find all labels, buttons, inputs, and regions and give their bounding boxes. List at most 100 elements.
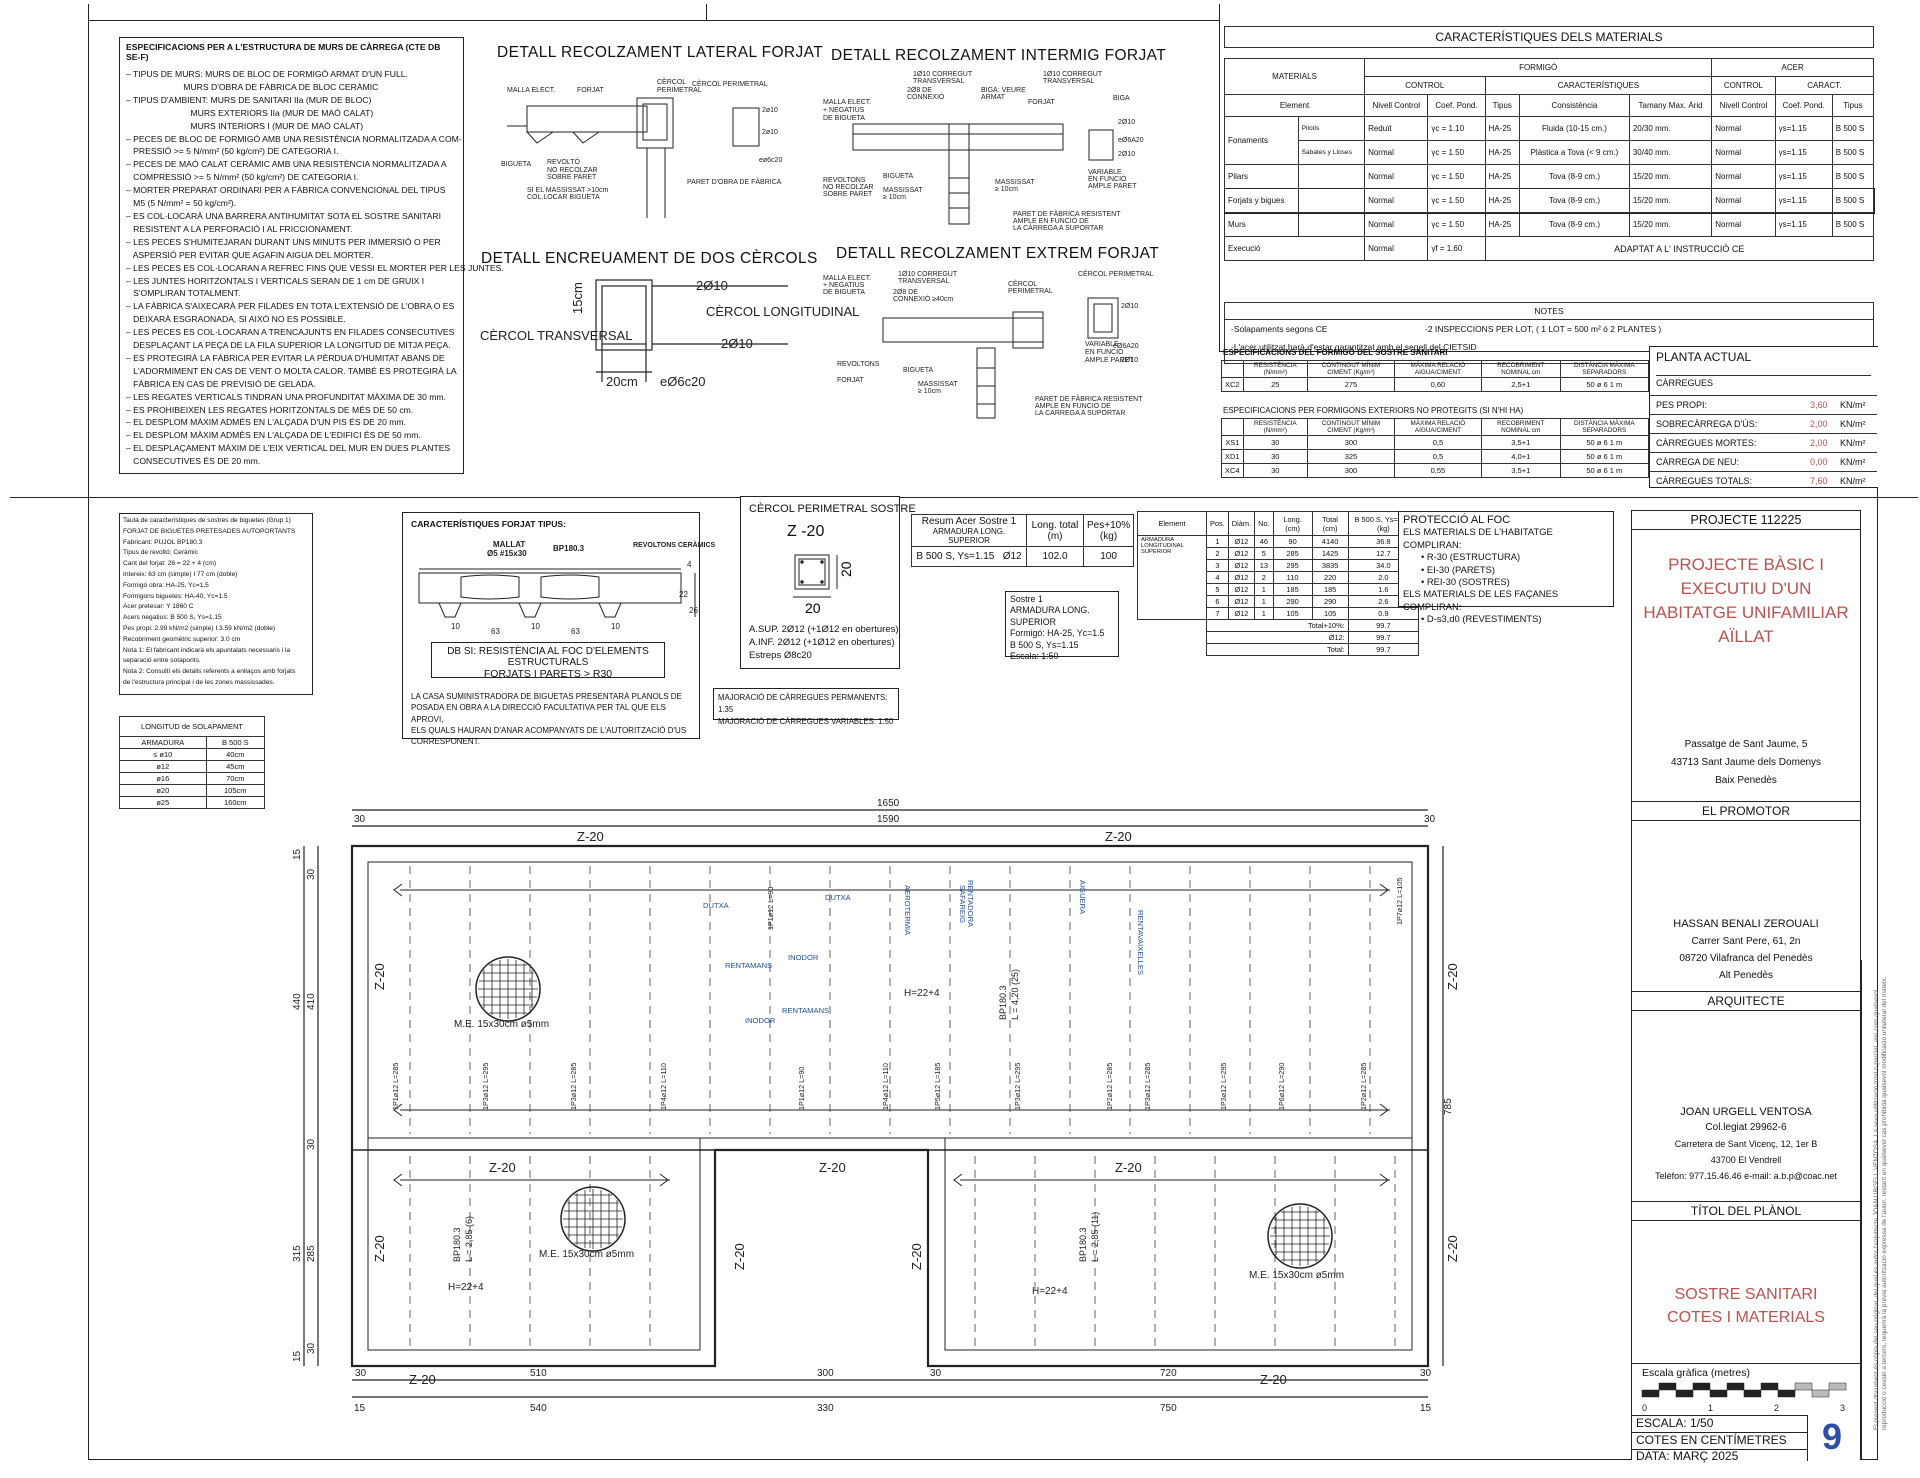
db-si-sub: FORJATS I PARETS > R30 <box>483 668 613 680</box>
scale-segment <box>1760 1382 1779 1391</box>
sol-cell: 40cm <box>205 748 266 761</box>
taula-line: Nota 2: Consultí els detalls referents a… <box>123 668 296 676</box>
forjat-bp: BP180.3 <box>553 544 585 553</box>
svg-text:EN FUNCIÓ: EN FUNCIÓ <box>1085 347 1124 356</box>
title-block: PROJECTE 112225 PROJECTE BÀSIC I EXECUTI… <box>1631 510 1861 1463</box>
svg-text:SI EL MASSISSAT >10cm: SI EL MASSISSAT >10cm <box>527 187 609 194</box>
cercol-line2: A.INF. 2Ø12 (+1Ø12 en obertures) <box>749 637 895 648</box>
room-label: SAFAREIG <box>958 885 967 923</box>
arquitecte-city: 43700 El Vendrell <box>1710 1155 1782 1165</box>
svg-text:CÈRCOL PERIMETRAL: CÈRCOL PERIMETRAL <box>692 79 768 88</box>
taula-line: Formigons biguetes: HA-40, Yc=1.5 <box>123 592 228 600</box>
spec-item: – LES PECES S'HUMITEJARAN DURANT UNS MIN… <box>126 236 441 247</box>
mat-h-control: CONTROL <box>1364 76 1486 95</box>
data-label: DATA: MARÇ 2025 <box>1636 1449 1739 1463</box>
mat-col-header: Coef. Pond. <box>1774 94 1833 117</box>
materials-title: CARACTERÍSTIQUES DELS MATERIALS <box>1224 26 1874 48</box>
scale-graphic-label: Escala gràfica (metres) <box>1642 1367 1750 1379</box>
d3-label-6: eØ6c20 <box>660 374 706 389</box>
mat-cell: HA-25 <box>1484 116 1521 141</box>
mat-cell <box>1297 188 1366 213</box>
promotor-region: Alt Penedès <box>1719 970 1773 981</box>
spec-item: – TIPUS DE MURS: MURS DE BLOC DE FORMIGÓ… <box>126 69 408 79</box>
foc-l6: • D-s3,d0 (REVESTIMENTS) <box>1421 613 1542 625</box>
promotor-city: 08720 Vilafranca del Penedès <box>1679 953 1813 964</box>
plan-me-3: M.E. 15x30cm ø5mm <box>1249 1270 1344 1281</box>
svg-text:VARIABLE: VARIABLE <box>1088 169 1122 176</box>
forjat-tipus-title: CARACTERÍSTIQUES FORJAT TIPUS: <box>411 519 567 529</box>
mat-cell: Normal <box>1364 188 1429 213</box>
forjat-dim-5: 22 <box>679 590 688 599</box>
el-cell: 3835 <box>1311 559 1349 572</box>
planta-unit: KN/m² <box>1840 400 1866 410</box>
svg-text:CÈRCOL: CÈRCOL <box>657 77 686 86</box>
el-cell: Ø12 <box>1227 607 1256 620</box>
svg-text:BIGUETA: BIGUETA <box>883 173 914 180</box>
svg-text:ARMAT: ARMAT <box>981 94 1006 101</box>
svg-text:AMPLE PARET: AMPLE PARET <box>1088 183 1137 190</box>
arquitecte-contact: Telèfon: 977.15.46.46 e-mail: a.b.p@coac… <box>1655 1171 1837 1181</box>
mat-exec-label: Execució <box>1223 236 1366 261</box>
el-cell: 2 <box>1254 571 1274 584</box>
promotor-info: HASSAN BENALI ZEROUALI Carrer Sant Pere,… <box>1632 916 1860 984</box>
scale-segment <box>1658 1382 1677 1391</box>
el-cell: 7 <box>1206 607 1229 620</box>
mat-cell: 30/40 mm. <box>1628 140 1713 165</box>
plan-z-bot-right: Z-20 <box>1260 1372 1287 1387</box>
svg-text:1Ø10 CORREGUT: 1Ø10 CORREGUT <box>898 271 958 278</box>
spec-item: COMPRESSIÓ >= 5 N/mm² (50 kg/cm²) DE CAT… <box>126 172 359 183</box>
sol-cell: 105cm <box>205 784 266 797</box>
mat-cell: 15/20 mm. <box>1628 212 1713 237</box>
mat-cell: Plàstica a Tova (< 9 cm.) <box>1519 140 1630 165</box>
bar-label: 1P6ø12 L=290 <box>1277 1063 1286 1110</box>
el-cell: 5 <box>1254 547 1274 560</box>
sheet-divider <box>88 497 1878 498</box>
note-2: -L'acer utilitzat harà d'estar garantitz… <box>1231 342 1477 352</box>
plan-dim-1650: 1650 <box>877 798 900 809</box>
svg-text:BIGA: BIGA <box>1113 95 1130 102</box>
svg-text:PARET DE FÀBRICA RESISTENT: PARET DE FÀBRICA RESISTENT <box>1035 394 1143 403</box>
mat-cell: Normal <box>1364 140 1429 165</box>
svg-text:2Ø10: 2Ø10 <box>1118 151 1135 158</box>
planta-value: 3,60 <box>1810 400 1828 410</box>
plan-me-1: M.E. 15x30cm ø5mm <box>454 1019 549 1030</box>
svg-text:NO RECOLZAR: NO RECOLZAR <box>547 167 598 174</box>
mat-cell: γc = 1.50 <box>1427 164 1486 189</box>
scale-bar: 0 1 2 3 <box>1641 1382 1847 1413</box>
scale-segment <box>1726 1382 1745 1391</box>
mat-cell: HA-25 <box>1484 164 1521 189</box>
mat-cell: B 500 S <box>1831 116 1875 141</box>
san-cell: XD1 <box>1221 449 1244 464</box>
mat-cell: Fluida (10-15 cm.) <box>1519 116 1630 141</box>
el-cell: 1 <box>1254 607 1274 620</box>
cotes-label: COTES EN CENTÍMETRES <box>1636 1433 1787 1447</box>
majoracio-l1: MAJORACIÓ DE CÀRREGUES PERMANENTS: 1.35 <box>718 693 888 714</box>
forjat-dim-4: 10 <box>611 622 620 631</box>
plan-z-top-left: Z-20 <box>577 829 604 844</box>
foc-l4: • REI-30 (SOSTRES) <box>1421 576 1510 588</box>
el-cell: 285 <box>1272 547 1313 560</box>
copyright-strip <box>1861 960 1879 1460</box>
plan-dim-1590: 1590 <box>877 814 900 825</box>
fold-line-right <box>1878 497 1918 498</box>
forjat-dim-7: 4 <box>687 560 692 569</box>
forjat-dim-2: 10 <box>531 622 540 631</box>
planta-unit: KN/m² <box>1840 476 1866 486</box>
casa-line: ELS QUALS HAURAN D'ANAR ACOMPANYATS DE L… <box>411 725 687 735</box>
sanitari-title: ESPECIFICACIONS DEL FORMIGÓ DEL SOSTRE S… <box>1223 348 1448 357</box>
d3-label-4: CÈRCOL TRANSVERSAL <box>480 328 632 343</box>
scale-segment <box>1675 1389 1694 1398</box>
mat-cell: HA-25 <box>1484 188 1521 213</box>
mat-cell: 20/30 mm. <box>1628 116 1713 141</box>
svg-text:CÈRCOL: CÈRCOL <box>1008 279 1037 288</box>
plan-left-dim: 440 <box>292 993 303 1010</box>
svg-text:DE BIGUETA: DE BIGUETA <box>823 115 865 122</box>
materials-box: CARACTERÍSTIQUES DELS MATERIALS MATERIAL… <box>1219 20 1878 364</box>
plan-bottom-outer-dim: 15 <box>1420 1403 1432 1414</box>
spec-item: – ES COL·LOCARÀ UNA BARRERA ANTIHUMITAT … <box>126 210 442 221</box>
